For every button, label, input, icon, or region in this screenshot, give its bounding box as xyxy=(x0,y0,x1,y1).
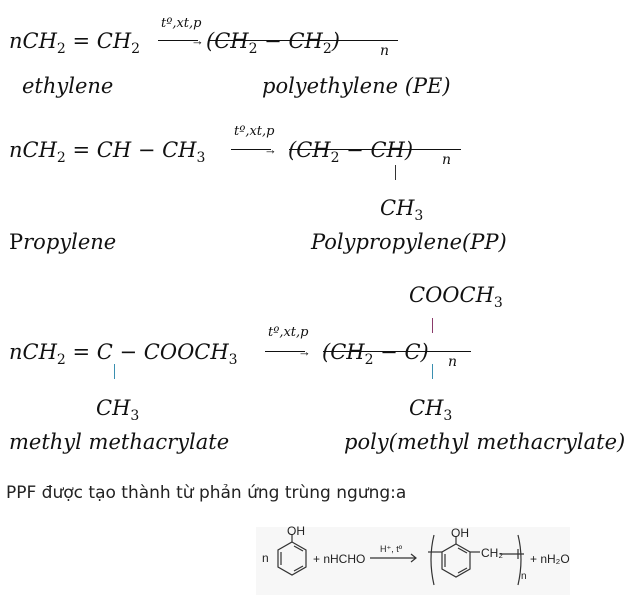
reaction-arrow-icon: → xyxy=(231,142,277,156)
reactant-name: Propylene xyxy=(9,230,117,254)
reactant-formula: nCH2 = CH2 xyxy=(9,29,141,57)
reaction-conditions: tº,xt,p xyxy=(234,124,275,139)
repeat-n: n xyxy=(380,43,390,59)
reaction-conditions: tº,xt,p xyxy=(268,325,309,340)
product-name: polyethylene (PE) xyxy=(262,74,451,98)
ch2-label: CH₂ xyxy=(481,546,503,560)
reaction-conditions: tº,xt,p xyxy=(161,16,202,31)
bond-line xyxy=(395,165,397,180)
reactant-substituent-below: CH3 xyxy=(96,396,140,424)
plus-hcho: + nHCHO xyxy=(313,552,366,566)
product-oh-label: OH xyxy=(451,526,469,540)
reactant-formula: nCH2 = CH − CH3 xyxy=(9,138,206,166)
product-formula: (CH2 − CH) xyxy=(288,138,414,166)
bond-line xyxy=(432,364,434,379)
product-formula: (CH2 − C) xyxy=(322,340,429,368)
polymer-bar xyxy=(208,40,398,42)
polymer-bar xyxy=(289,149,461,151)
reactant-formula: nCH2 = C − COOCH3 xyxy=(9,340,238,368)
bond-line xyxy=(114,364,116,379)
oh-label: OH xyxy=(287,524,305,538)
coef-n: n xyxy=(262,551,269,565)
reactant-name: ethylene xyxy=(22,74,114,98)
product-substituent-below: CH3 xyxy=(409,396,453,424)
product-name: Polypropylene(PP) xyxy=(311,230,507,254)
repeat-n: n xyxy=(521,571,527,582)
repeat-n: n xyxy=(442,152,452,168)
substituent-below: CH3 xyxy=(380,196,424,224)
product-substituent-above: COOCH3 xyxy=(409,283,503,311)
ppf-reaction-figure: OH n + nHCHO H⁺, tº OH CH₂ n + nH₂O xyxy=(256,524,570,595)
product-name: poly(methyl methacrylate) xyxy=(344,430,626,454)
polymer-bar xyxy=(323,351,471,353)
ppf-paragraph: PPF được tạo thành từ phản ứng trùng ngư… xyxy=(6,483,407,503)
reaction-arrow-icon: → xyxy=(158,33,204,47)
plus-water: + nH₂O xyxy=(530,552,570,566)
reaction-arrow-icon: → xyxy=(265,344,311,358)
repeat-n: n xyxy=(448,354,458,370)
bond-line xyxy=(432,318,434,333)
product-formula: (CH2 − CH2) xyxy=(206,29,340,57)
reactant-name: methyl methacrylate xyxy=(9,430,230,454)
benzene-ring-icon xyxy=(277,534,524,586)
reaction-conditions: H⁺, tº xyxy=(380,544,403,554)
